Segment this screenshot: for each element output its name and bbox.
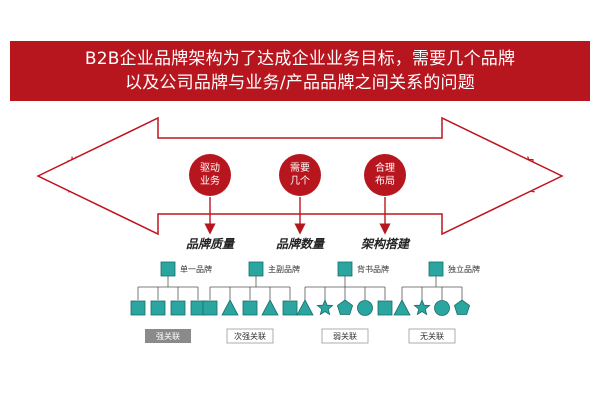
triangle-node [261,299,279,316]
structure-root-label: 独立品牌 [448,264,480,274]
structure-root-label: 主副品牌 [268,264,300,274]
relation-label: 强关联 [156,331,180,341]
driver-circle-text: 布局 [375,175,395,187]
star-node [316,298,334,316]
structure-root-label: 背书品牌 [357,264,389,274]
relation-label: 次强关联 [234,331,266,341]
driver-circle-text: 几个 [290,175,310,187]
square-node [170,300,186,316]
circle-node [434,300,450,316]
star-node [413,298,431,316]
circle-node [357,300,373,316]
square-node [337,261,353,277]
square-node [202,300,218,316]
title-banner: B2B企业品牌架构为了达成企业业务目标，需要几个品牌 以及公司品牌与业务/产品品… [10,41,590,101]
driver-circle [279,154,321,196]
square-node [377,300,393,316]
driver-heading: 品牌质量 [186,237,236,251]
title-line-2: 以及公司品牌与业务/产品品牌之间关系的问题 [125,73,475,93]
triangle-node [393,299,411,316]
driver-circle-text: 驱动 [200,162,220,174]
pentagon-node [453,299,471,315]
square-node [150,300,166,316]
relation-box [321,328,369,344]
relation-label: 无关联 [420,331,444,341]
driver-circle-text: 合理 [375,161,395,174]
relation-label: 弱关联 [333,331,357,341]
structure-root-label: 单一品牌 [180,264,212,274]
square-node [242,300,258,316]
driver-heading: 品牌数量 [276,237,326,251]
pentagon-node [336,299,354,315]
triangle-node [296,299,314,316]
relation-box [408,328,456,344]
square-node [160,261,176,277]
triangle-node [221,299,239,316]
relation-box [145,329,191,343]
relation-box [226,328,274,344]
square-node [248,261,264,277]
driver-circle-text: 需要 [290,162,310,174]
driver-circle [364,154,406,196]
title-line-1: B2B企业品牌架构为了达成企业业务目标，需要几个品牌 [84,49,516,69]
square-node [130,300,146,316]
square-node [282,300,298,316]
driver-circle-text: 业务 [200,174,220,187]
driver-circle [189,154,231,196]
driver-heading: 架构搭建 [361,237,411,251]
square-node [428,261,444,277]
